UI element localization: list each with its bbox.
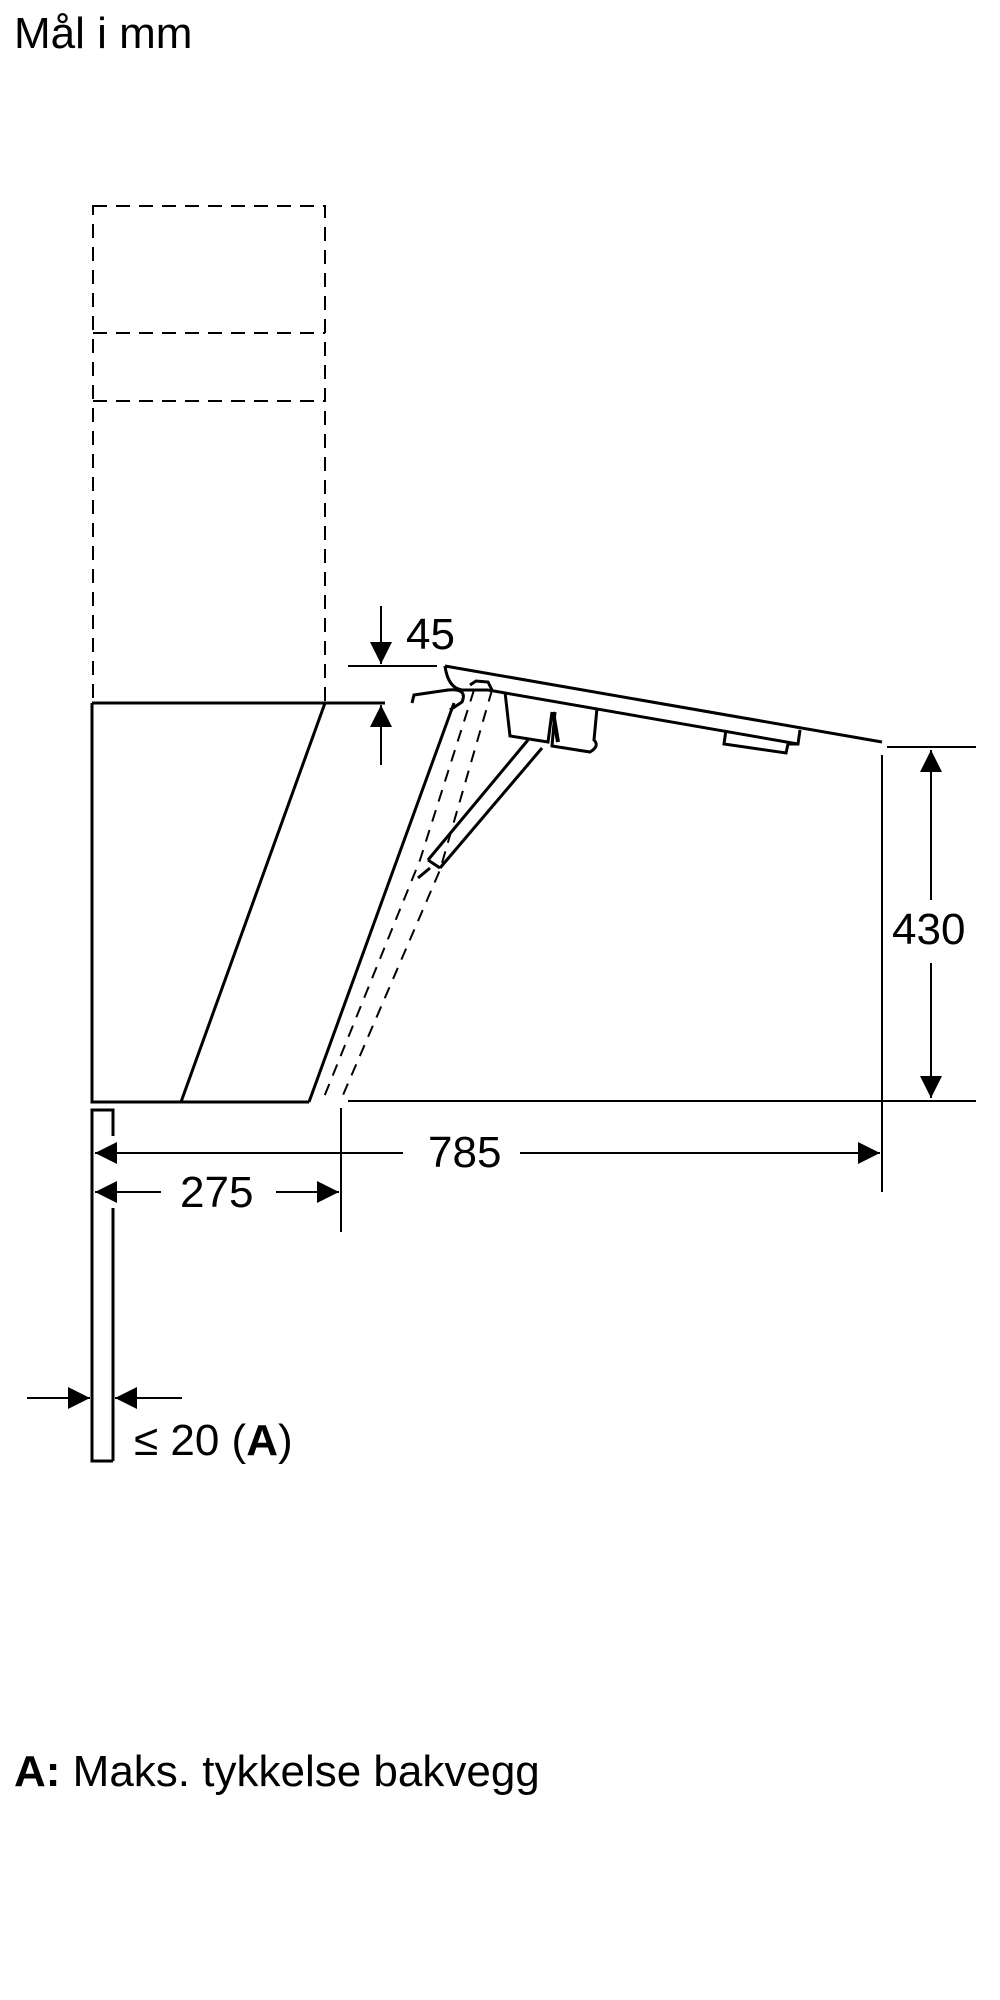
legend-text: Maks. tykkelse bakvegg — [72, 1747, 540, 1796]
dim-label-430: 430 — [888, 905, 970, 955]
legend: A: Maks. tykkelse bakvegg — [14, 1746, 540, 1798]
upper-cabinet-dashed — [92, 205, 326, 704]
dim-275 — [95, 1108, 342, 1232]
lid — [410, 664, 883, 755]
dim-label-45: 45 — [402, 610, 459, 660]
gas-strut — [417, 739, 544, 880]
door-open-dashed — [321, 689, 493, 1103]
dim-430 — [881, 746, 976, 1192]
back-wall — [90, 1108, 115, 1463]
wall-thickness-close: ) — [277, 1416, 293, 1465]
dim-label-785: 785 — [424, 1128, 506, 1178]
wall-thickness-ref: A — [246, 1416, 278, 1465]
dim-45 — [348, 606, 437, 765]
dim-label-wall-thickness: ≤ 20 (A) — [130, 1416, 297, 1466]
wall-thickness-value: ≤ 20 ( — [134, 1416, 247, 1465]
dim-label-275: 275 — [176, 1168, 258, 1218]
page-title: Mål i mm — [14, 9, 193, 58]
legend-key: A: — [14, 1747, 61, 1796]
hood-cabinet — [90, 701, 456, 1104]
